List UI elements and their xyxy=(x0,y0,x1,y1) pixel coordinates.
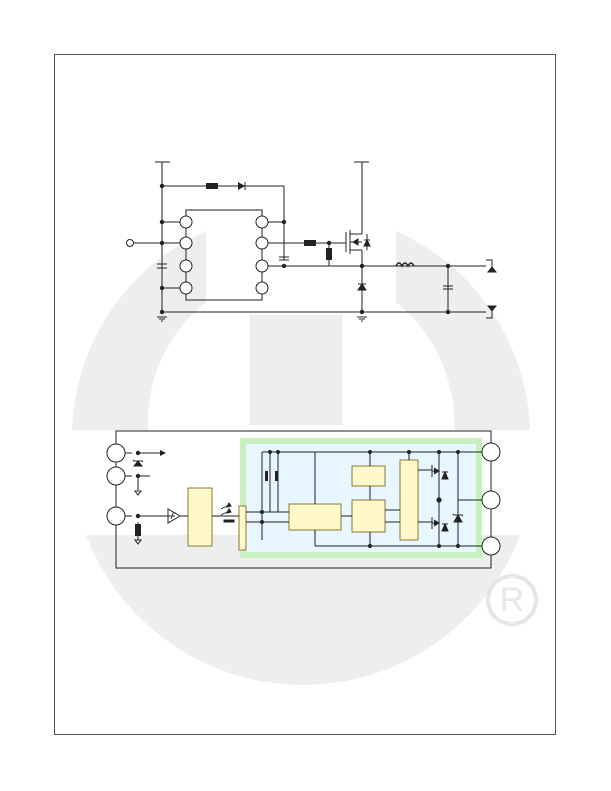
zener-icon xyxy=(132,459,144,467)
ic-pin-3 xyxy=(179,259,193,273)
inductor-icon xyxy=(395,262,415,268)
capacitor-icon xyxy=(157,263,167,269)
junction xyxy=(159,285,165,291)
junction xyxy=(359,309,365,315)
driver-ic-body xyxy=(185,209,263,301)
input-terminal-1 xyxy=(106,443,126,463)
ground-icon xyxy=(157,316,167,322)
capacitor-icon xyxy=(443,285,453,290)
ic-pin-7 xyxy=(255,236,269,250)
input-terminal-2 xyxy=(106,466,126,486)
upper-junctions xyxy=(159,183,451,315)
output-terminal-negative xyxy=(486,305,498,319)
registered-mark-icon: R xyxy=(486,574,538,626)
ic-pin-5 xyxy=(255,281,269,295)
junction xyxy=(159,240,165,246)
capacitor-icon xyxy=(265,471,278,481)
ic-pin-1 xyxy=(179,215,193,229)
page-frame xyxy=(54,54,556,735)
arrow-icon xyxy=(160,450,166,456)
driver-block xyxy=(351,499,386,533)
diode-icon xyxy=(357,283,367,291)
coupler-strip xyxy=(238,505,247,551)
junction xyxy=(359,263,365,269)
junction xyxy=(281,219,287,225)
output-terminal-2 xyxy=(481,490,501,510)
resistor-icon xyxy=(326,248,332,260)
supply-block xyxy=(351,465,386,487)
optocoupler-block xyxy=(187,487,213,547)
watermark-bar xyxy=(250,315,342,425)
logic-block xyxy=(288,503,342,531)
junction xyxy=(159,219,165,225)
ic-pin-6 xyxy=(255,259,269,273)
resistor-icon xyxy=(206,183,218,189)
lower-components xyxy=(132,450,464,545)
output-terminal-positive xyxy=(486,259,498,273)
optocoupler-icon xyxy=(220,502,235,523)
output-terminal-1 xyxy=(481,442,501,462)
output-terminal-3 xyxy=(481,536,501,556)
junction xyxy=(159,309,165,315)
input-terminal xyxy=(126,239,134,247)
ic-pin-8 xyxy=(255,215,269,229)
mosfet-icon xyxy=(431,517,449,532)
ic-pin-4 xyxy=(179,281,193,295)
junction xyxy=(445,309,451,315)
zener-icon xyxy=(452,513,464,523)
watermark-arc-left xyxy=(72,231,206,430)
upper-components xyxy=(157,182,498,322)
watermark-logo xyxy=(72,231,530,685)
resistor-icon xyxy=(304,240,316,246)
junction xyxy=(281,263,287,269)
schmitt-trigger-icon xyxy=(167,508,181,524)
lower-block-diagram xyxy=(106,430,501,569)
ground-icon xyxy=(134,490,142,496)
lower-junctions xyxy=(135,450,460,548)
lower-terminals xyxy=(106,442,501,556)
resistor-icon xyxy=(135,524,141,536)
input-terminal-3 xyxy=(106,506,126,526)
ground-icon xyxy=(134,539,142,545)
mosfet-icon xyxy=(345,230,371,254)
junction xyxy=(326,240,332,246)
driver-ic-pins xyxy=(126,215,269,295)
ground-icon xyxy=(357,316,367,322)
watermark-bowl xyxy=(86,535,520,685)
watermark-arc-right xyxy=(396,231,530,430)
junction xyxy=(159,183,165,189)
capacitor-icon xyxy=(279,256,289,261)
ic-pin-2 xyxy=(179,236,193,250)
mosfet-icon xyxy=(431,465,449,480)
diode-icon xyxy=(238,182,245,190)
output-stage-block xyxy=(399,459,419,541)
junction xyxy=(445,263,451,269)
